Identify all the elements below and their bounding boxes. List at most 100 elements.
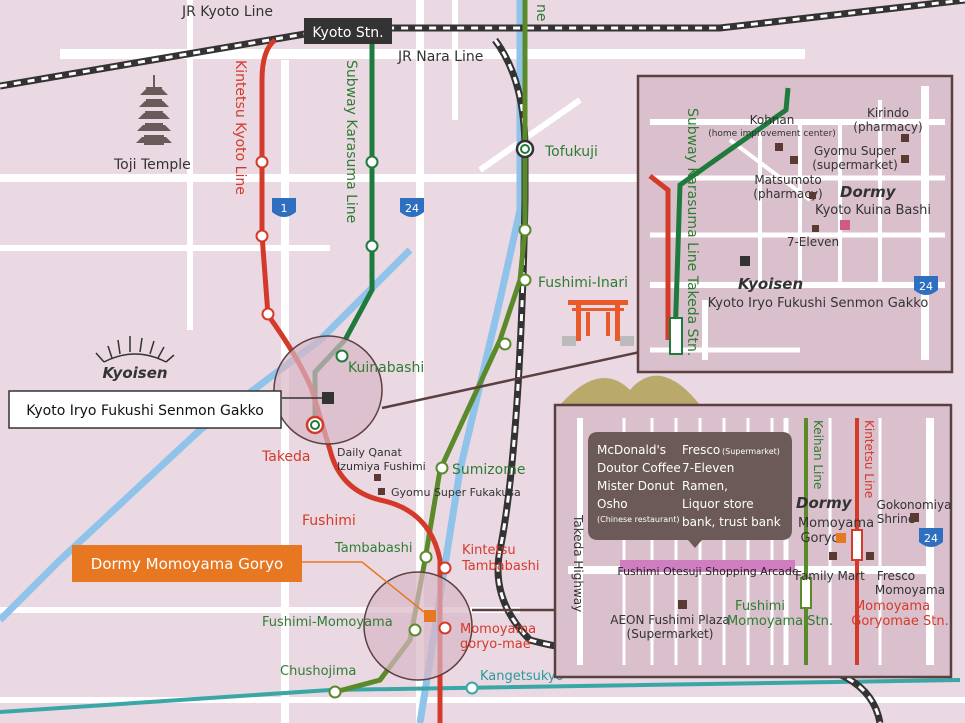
fresco-label: Fresco bbox=[877, 569, 915, 583]
fushimi-label: Fushimi bbox=[302, 513, 356, 529]
kyoisen-callout-label: Kyoto Iryo Fukushi Senmon Gakko bbox=[26, 403, 264, 419]
aeon-marker bbox=[678, 600, 687, 609]
arcade-label: Fushimi Otesuji Shopping Arcade bbox=[617, 565, 799, 578]
station-dot bbox=[408, 623, 422, 637]
gyomu-fukakusa-label: Gyomu Super Fukakusa bbox=[391, 486, 521, 499]
info-left-3: Osho bbox=[597, 497, 628, 511]
momoyama-goryomae-stn-label-2: Goryomae Stn. bbox=[851, 614, 949, 629]
matsumoto-label: Matsumoto bbox=[754, 173, 821, 187]
station-dot bbox=[419, 550, 433, 564]
fushimi-inari-label: Fushimi-Inari bbox=[538, 275, 628, 291]
gokonomiya-label: Gokonomiya bbox=[877, 498, 952, 512]
momoyama-goryo-mae-label-2: goryo-mae bbox=[460, 637, 531, 652]
station-dot bbox=[435, 461, 449, 475]
svg-text:24: 24 bbox=[919, 280, 933, 293]
info-right-title-note: (Supermarket) bbox=[722, 447, 780, 456]
dormy-callout-label: Dormy Momoyama Goryo bbox=[91, 555, 283, 573]
tambabashi-label: Tambabashi bbox=[334, 541, 412, 556]
svg-text:Kyoisen: Kyoisen bbox=[102, 364, 167, 382]
dormy-pointer-2 bbox=[361, 561, 425, 613]
matsumoto-sub-label: (pharmacy) bbox=[753, 187, 822, 201]
kyoto-station-label: Kyoto Stn. bbox=[312, 25, 383, 41]
kyoisen-logo: Kyoisen bbox=[95, 336, 175, 382]
fushimi-momoyama-label: Fushimi-Momoyama bbox=[262, 615, 393, 630]
station-dot bbox=[465, 681, 479, 695]
info-right-0: 7-Eleven bbox=[682, 461, 734, 475]
kyoisen-callout-box bbox=[8, 390, 282, 429]
interchange-markers bbox=[305, 139, 535, 435]
info-callout bbox=[588, 432, 792, 548]
tofukuji-label: Tofukuji bbox=[544, 144, 598, 160]
route-badge: 24 bbox=[914, 276, 938, 295]
keihan-fragment-label: ne bbox=[533, 4, 549, 22]
jr-nara-label: JR Nara Line bbox=[397, 49, 483, 65]
route-badge: 24 bbox=[919, 528, 943, 547]
inset-dormy-marker bbox=[836, 533, 846, 543]
inset-dormy-name: Kyoto Kuina Bashi bbox=[815, 203, 931, 218]
kintetsu-tambabashi-label-2: Tambabashi bbox=[461, 559, 539, 574]
station-dot bbox=[518, 223, 532, 237]
subway-karasuma-label: Subway Karasuma Line bbox=[343, 60, 359, 223]
kohnan-label: Kohnan bbox=[750, 113, 795, 127]
inset-dormy-logo: Dormy bbox=[840, 183, 897, 201]
inset-bottom-dormy-name: Momoyama bbox=[798, 516, 874, 531]
gokonomiya-sub-label: Shrine bbox=[877, 512, 915, 526]
takeda-platform bbox=[669, 317, 683, 355]
station-dot bbox=[261, 307, 275, 321]
inset-kyoisen-name: Kyoto Iryo Fukushi Senmon Gakko bbox=[708, 296, 929, 311]
kintetsu-tambabashi-label: Kintetsu bbox=[462, 543, 516, 558]
keihan-line-label: Keihan Line bbox=[811, 420, 825, 489]
leader-lines bbox=[381, 350, 641, 612]
seven-eleven-label: 7-Eleven bbox=[787, 235, 839, 249]
sumizome-label: Sumizome bbox=[452, 462, 525, 478]
takeda-label: Takeda bbox=[261, 449, 311, 465]
inset-bottom-dormy-logo: Dormy bbox=[796, 494, 853, 512]
momoyama-goryo-mae-label: Momoyama bbox=[460, 622, 536, 637]
familymart-marker bbox=[829, 552, 837, 560]
family-mart-label: Family Mart bbox=[795, 569, 865, 583]
station-dot bbox=[518, 273, 532, 287]
gyomu-sub-label: (supermarket) bbox=[812, 158, 898, 172]
fresco-sub-label: Momoyama bbox=[875, 583, 945, 597]
kohnan-sub-label: (home improvement center) bbox=[708, 129, 836, 139]
fushimi-momoyama-stn-label: Fushimi bbox=[735, 599, 785, 614]
station-dot bbox=[438, 561, 452, 575]
station-dot bbox=[365, 239, 379, 253]
daily-qanat-label-2: Izumiya Fushimi bbox=[337, 460, 426, 473]
inset-kyoisen-logo: Kyoisen bbox=[738, 275, 803, 293]
inset-top-line-label: Subway Karasuma Line Takeda Stn. bbox=[684, 108, 700, 356]
fresco-marker bbox=[866, 552, 874, 560]
station-dot bbox=[438, 621, 452, 635]
momoyama-goryomae-stn-label: Momoyama bbox=[854, 599, 930, 614]
shrine-marker bbox=[910, 513, 919, 522]
info-right-1: Ramen, bbox=[682, 479, 728, 493]
kintetsu-line-label: Kintetsu Line bbox=[862, 420, 876, 498]
station-dot bbox=[335, 349, 349, 363]
station-dot bbox=[328, 685, 342, 699]
station-dot bbox=[498, 337, 512, 351]
station-markers bbox=[255, 155, 532, 699]
store-marker bbox=[374, 474, 381, 481]
takeda-highway-label: Takeda Highway bbox=[571, 514, 585, 612]
gyomu-label: Gyomu Super bbox=[814, 144, 896, 158]
kintetsu-kyoto-label: Kintetsu Kyoto Line bbox=[232, 60, 248, 195]
aeon-label: AEON Fushimi Plaza bbox=[610, 613, 729, 627]
station-dot bbox=[255, 155, 269, 169]
kyoto-station-box bbox=[304, 18, 392, 44]
daily-qanat-label: Daily Qanat bbox=[337, 446, 402, 459]
jr-kyoto-line bbox=[0, 0, 965, 90]
inset-top-markers bbox=[740, 134, 909, 266]
route-badge: 24 bbox=[400, 198, 424, 217]
chushojima-label: Chushojima bbox=[280, 664, 356, 679]
inset-bottom-dormy-name-2: Goryo bbox=[800, 531, 839, 546]
keihan-platform bbox=[800, 577, 812, 609]
jr-kyoto-label: JR Kyoto Line bbox=[181, 4, 273, 20]
info-right-2: Liquor store bbox=[682, 497, 754, 511]
route-badge: 1 bbox=[272, 198, 296, 217]
info-right-title: Fresco bbox=[682, 443, 720, 457]
kintetsu-platform bbox=[851, 529, 863, 561]
rivers bbox=[0, 0, 524, 723]
torii-icon bbox=[562, 300, 634, 346]
kangetsukyo-line bbox=[0, 678, 961, 714]
info-left-1: Doutor Coffee bbox=[597, 461, 681, 475]
